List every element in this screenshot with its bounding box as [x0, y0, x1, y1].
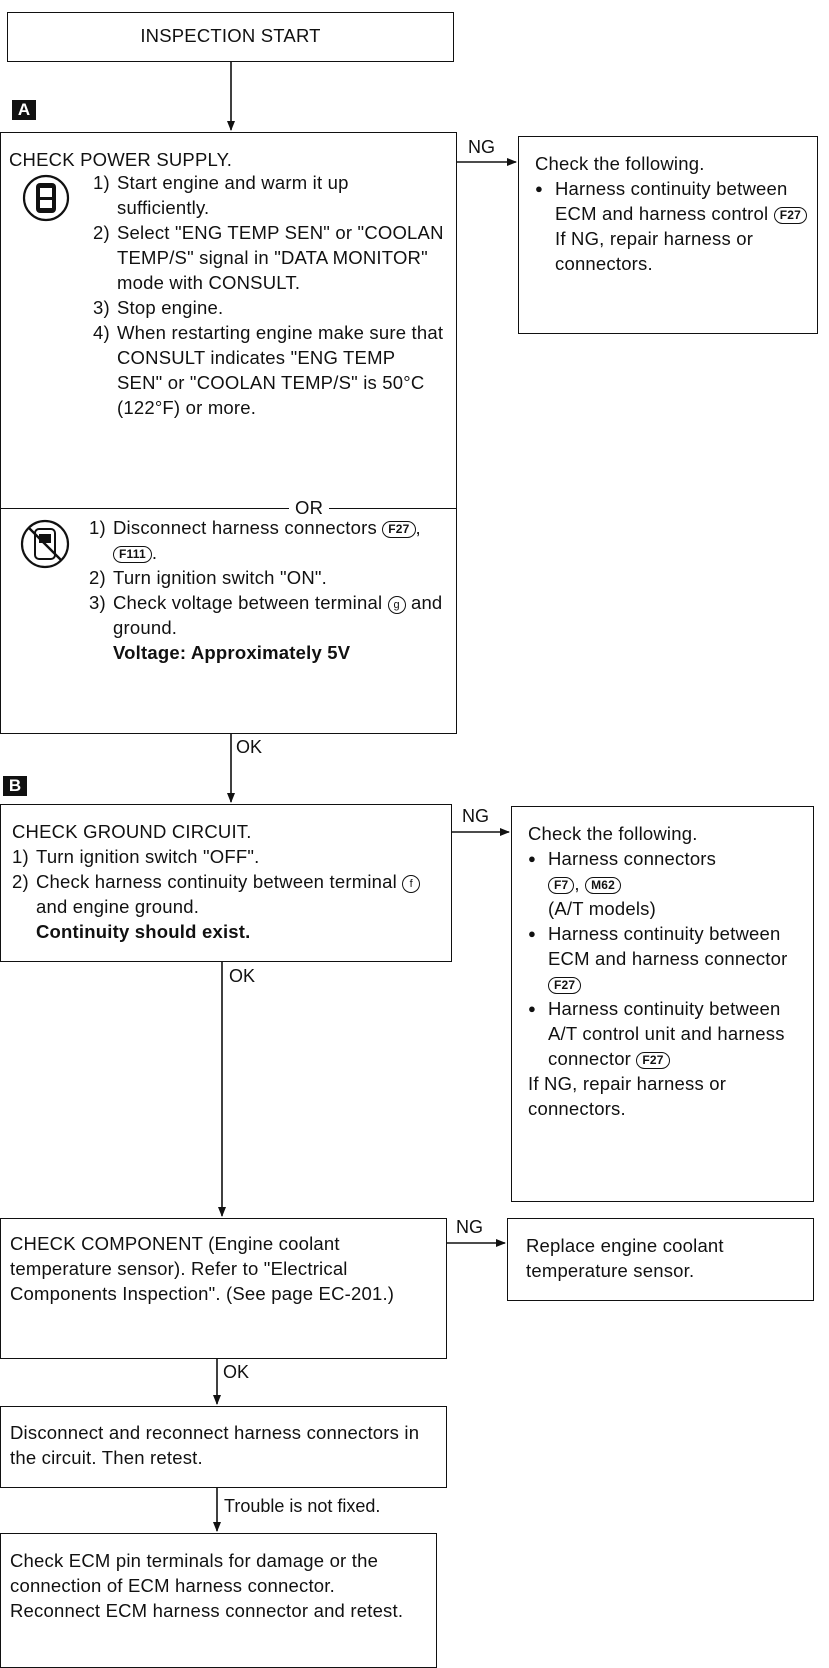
consult-step-3: 3)Stop engine.: [93, 297, 224, 318]
section-b-ng-note: If NG, repair harness or connectors.: [528, 1073, 727, 1119]
connector-f27: F27: [773, 207, 807, 224]
section-b-box: CHECK GROUND CIRCUIT. 1)Turn ignition sw…: [0, 804, 452, 962]
connector-f27: F27: [548, 977, 582, 994]
section-b-step-1: 1)Turn ignition switch "OFF".: [12, 846, 260, 867]
consult-step-1: 1)Start engine and warm it up sufficient…: [93, 172, 349, 218]
section-b-ok-label: OK: [229, 966, 256, 986]
final-text: Check ECM pin terminals for damage or th…: [10, 1550, 404, 1621]
section-a-box: CHECK POWER SUPPLY. 1)Start engine and w…: [0, 132, 457, 734]
consult-tester-icon: [22, 174, 70, 222]
section-b-step-2: 2) Check harness continuity between term…: [12, 869, 444, 944]
tester-step-3: 3) Check voltage between terminal g and …: [89, 592, 443, 663]
continuity-spec: Continuity should exist.: [36, 921, 251, 942]
connector-m62: M62: [585, 877, 622, 894]
section-a-ok-label: OK: [236, 737, 263, 757]
section-b-title: CHECK GROUND CIRCUIT.: [12, 821, 252, 842]
or-divider: [1, 508, 456, 510]
component-ng-text: Replace engine coolant temperature senso…: [526, 1235, 724, 1281]
final-box: Check ECM pin terminals for damage or th…: [0, 1533, 437, 1668]
section-a-ng-title: Check the following.: [535, 153, 705, 174]
reconnect-text: Disconnect and reconnect harness connect…: [10, 1422, 420, 1468]
terminal-g: g: [387, 596, 406, 614]
component-ok-label: OK: [223, 1362, 250, 1382]
reconnect-box: Disconnect and reconnect harness connect…: [0, 1406, 447, 1488]
consult-step-2: 2)Select "ENG TEMP SEN" or "COOLAN TEMP/…: [93, 222, 444, 293]
section-a-ng-item: ● Harness continuity between ECM and har…: [535, 176, 813, 276]
connector-f7: F7: [548, 877, 575, 894]
section-b-ng-item-2: ● Harness continuity between ECM and har…: [528, 923, 788, 994]
consult-steps: 1)Start engine and warm it up sufficient…: [93, 170, 445, 420]
section-b-marker: B: [3, 776, 27, 796]
connector-f27: F27: [636, 1052, 670, 1069]
tester-step-2: 2)Turn ignition switch "ON".: [89, 567, 328, 588]
start-label: INSPECTION START: [140, 25, 321, 46]
section-b-ng-box: Check the following. ● Harness connector…: [511, 806, 814, 1202]
voltage-spec: Voltage: Approximately 5V: [113, 642, 351, 663]
connector-f27: F27: [382, 521, 416, 538]
tester-step-1: 1) Disconnect harness connectors F27, F1…: [89, 517, 421, 563]
section-a-ng-label: NG: [468, 137, 495, 157]
terminal-f: f: [402, 875, 421, 893]
section-b-ng-label: NG: [462, 806, 489, 826]
section-a-ng-note: If NG, repair harness or connectors.: [555, 228, 754, 274]
start-box: INSPECTION START: [7, 12, 454, 62]
tester-steps: 1) Disconnect harness connectors F27, F1…: [89, 515, 449, 665]
consult-step-4: 4)When restarting engine make sure that …: [93, 322, 444, 418]
or-label: OR: [289, 495, 330, 520]
section-a-ng-box: Check the following. ● Harness continuit…: [518, 136, 818, 334]
connector-f111: F111: [113, 546, 152, 563]
component-ng-box: Replace engine coolant temperature senso…: [507, 1218, 814, 1301]
section-b-ng-title: Check the following.: [528, 823, 698, 844]
reconnect-next-label: Trouble is not fixed.: [224, 1496, 381, 1516]
component-box: CHECK COMPONENT (Engine coolant temperat…: [0, 1218, 447, 1359]
section-b-ng-item-3: ● Harness continuity between A/T control…: [528, 998, 785, 1069]
no-consult-icon: [20, 519, 70, 569]
component-text: CHECK COMPONENT (Engine coolant temperat…: [10, 1233, 395, 1304]
section-a-marker: A: [12, 100, 36, 120]
section-a-title: CHECK POWER SUPPLY.: [9, 149, 233, 170]
component-ng-label: NG: [456, 1217, 483, 1237]
